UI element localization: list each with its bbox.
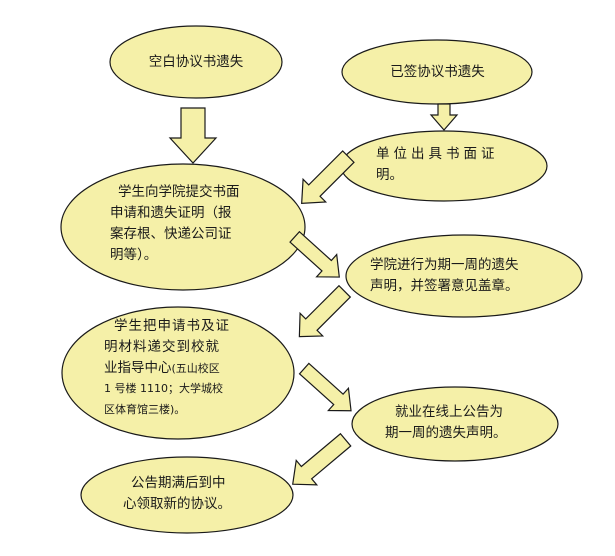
node-collect-new-line2: 心领取新的协议。 [123, 495, 231, 512]
arrow-blank-to-apply [168, 107, 218, 164]
node-online-notice: 就业在线上公告为 期一周的遗失声明。 [385, 402, 535, 446]
node-college-notice: 学院进行为期一周的遗失 声明，并签署意见盖章。 [370, 255, 555, 299]
node-signed-lost: 已签协议书遗失 [360, 58, 515, 86]
node-collect-new-ellipse [80, 456, 294, 534]
node-student-submit-line3a: 业指导中心 [104, 359, 172, 376]
node-online-notice-ellipse [351, 386, 559, 462]
node-student-submit-line4: 1 号楼 1110；大学城校 [104, 381, 223, 395]
node-student-submit-ellipse [61, 306, 295, 440]
arrow-apply-to-college [289, 230, 340, 278]
node-student-apply-line2: 申请和遗失证明（报 [110, 204, 232, 221]
node-college-notice-ellipse [345, 234, 583, 318]
arrow-signed-to-unit [429, 103, 459, 131]
arrow-unit-to-apply [301, 150, 355, 204]
node-student-submit-line2: 明材料递交到校就 [104, 338, 220, 355]
node-online-notice-line1: 就业在线上公告为 [395, 404, 503, 420]
node-college-notice-line2: 声明，并签署意见盖章。 [370, 277, 519, 294]
node-student-apply: 学生向学院提交书面 申请和遗失证明（报 案存根、快递公司证 明等）。 [110, 182, 260, 274]
node-online-notice-line2: 期一周的遗失声明。 [385, 424, 507, 441]
node-unit-proof: 单位出具书面证 明。 [376, 144, 516, 190]
node-unit-proof-line2: 明。 [376, 166, 403, 183]
node-student-apply-ellipse [60, 163, 306, 291]
node-student-submit-line1: 学生把申请书及证 [114, 318, 230, 334]
node-blank-lost: 空白协议书遗失 [120, 48, 272, 76]
node-college-notice-line1: 学院进行为期一周的遗失 [370, 257, 519, 273]
node-student-apply-line1: 学生向学院提交书面 [118, 184, 240, 200]
node-collect-new: 公告期满后到中 心领取新的协议。 [123, 473, 263, 517]
node-student-submit-line3b: (五山校区 [171, 361, 220, 375]
node-blank-lost-ellipse [109, 25, 283, 99]
node-student-submit-line3: 业指导中心(五山校区 [104, 358, 254, 379]
arrow-online-to-collect [292, 432, 352, 486]
node-student-apply-line4: 明等）。 [110, 246, 158, 263]
node-collect-new-line1: 公告期满后到中 [131, 475, 226, 491]
arrow-college-to-submit [298, 284, 352, 338]
node-student-apply-line3: 案存根、快递公司证 [110, 225, 232, 242]
arrow-submit-to-online [298, 362, 352, 412]
node-student-submit-line5: 区体育馆三楼)。 [104, 402, 186, 416]
node-signed-lost-text: 已签协议书遗失 [390, 63, 485, 80]
node-student-submit: 学生把申请书及证 明材料递交到校就 业指导中心(五山校区 1 号楼 1110；大… [104, 316, 254, 431]
node-blank-lost-text: 空白协议书遗失 [148, 53, 244, 70]
node-signed-lost-ellipse [341, 39, 533, 105]
node-unit-proof-line1: 单位出具书面证 [376, 146, 499, 162]
